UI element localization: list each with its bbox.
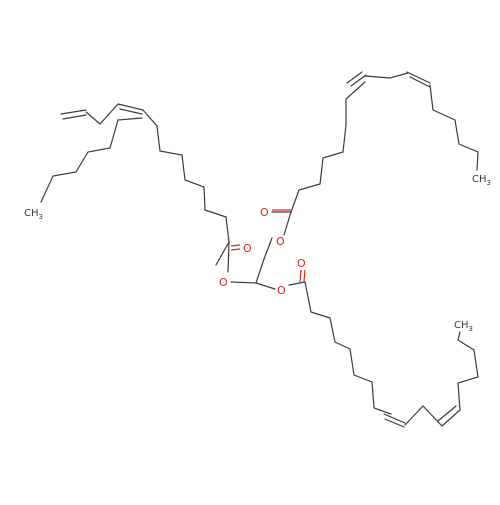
cis-double-bond-4b <box>409 76 431 88</box>
upper-right-fatty-acid-chain <box>271 71 479 236</box>
upper-left-carbonyl-a <box>215 241 230 266</box>
upper-left-terminal-segment <box>40 117 143 203</box>
lower-right-carbonyl-double-b <box>299 269 302 283</box>
cis-double-bond-2a <box>117 103 144 111</box>
cis-double-bond-1a <box>60 109 87 115</box>
cis-double-bond-3a <box>346 71 363 84</box>
cis-double-bond-5b <box>384 418 405 428</box>
svg-text:CH3: CH3 <box>472 174 491 187</box>
lower-right-terminal-segment <box>457 331 479 411</box>
lower-right-carbonyl-double-a <box>303 269 306 283</box>
methyl-upper-left-ch: CH <box>24 208 39 219</box>
atom-o-ester-upper-right: O <box>276 235 285 248</box>
upper-right-to-ester-o <box>283 211 292 236</box>
backbone-c2-c3 <box>263 237 273 260</box>
cis-double-bond-6a <box>441 409 461 427</box>
methyl-lower-right-ch: CH <box>454 320 469 331</box>
svg-text:CH3: CH3 <box>24 208 43 221</box>
backbone-o-c1 <box>230 281 257 284</box>
atom-o-ester-lower-right: O <box>277 284 286 297</box>
cis-double-bond-2b <box>119 108 143 115</box>
cis-double-bond-1b <box>62 114 87 120</box>
atom-o-carbonyl-upper-right: O <box>260 206 269 219</box>
upper-right-terminal-segment <box>429 84 479 171</box>
atom-labels: O O O O O O CH3 CH3 CH3 <box>24 174 491 333</box>
atom-o-carbonyl-lower-right: O <box>297 257 306 270</box>
backbone-c2-o <box>255 282 276 290</box>
backbone-c1-c2 <box>255 258 265 284</box>
methyl-upper-left: CH3 <box>24 208 43 221</box>
methyl-upper-right-subscript: 3 <box>487 179 491 187</box>
upper-left-saturated-chain <box>142 109 230 243</box>
atom-o-carbonyl-upper-left: O <box>243 242 252 255</box>
lower-right-upper-chain <box>288 281 392 415</box>
cis-double-bond-5a <box>383 413 406 424</box>
upper-right-diene-linker <box>364 72 409 79</box>
methyl-upper-left-subscript: 3 <box>39 213 43 221</box>
cis-double-bond-6b <box>437 405 457 422</box>
methyl-lower-right-subscript: 3 <box>469 325 473 333</box>
upper-left-fatty-acid-chain <box>40 103 241 273</box>
methyl-lower-right: CH3 <box>454 320 473 333</box>
upper-right-saturated-chain <box>290 81 366 213</box>
upper-left-carbonyl-double-b <box>230 248 241 251</box>
lower-right-fatty-acid-chain <box>288 269 479 428</box>
upper-left-carbonyl-double-a <box>230 244 241 247</box>
upper-left-carbonyl-to-ester-o <box>227 241 230 273</box>
atom-o-ester-upper-left: O <box>219 276 228 289</box>
glycerol-backbone <box>230 237 276 290</box>
svg-text:CH3: CH3 <box>454 320 473 333</box>
methyl-upper-right-ch: CH <box>472 174 487 185</box>
lower-right-diene-linker <box>404 405 443 427</box>
cis-double-bond-4a <box>406 71 431 84</box>
upper-left-diene-linker <box>85 103 119 125</box>
cis-double-bond-3b <box>350 74 367 87</box>
methyl-upper-right: CH3 <box>472 174 491 187</box>
